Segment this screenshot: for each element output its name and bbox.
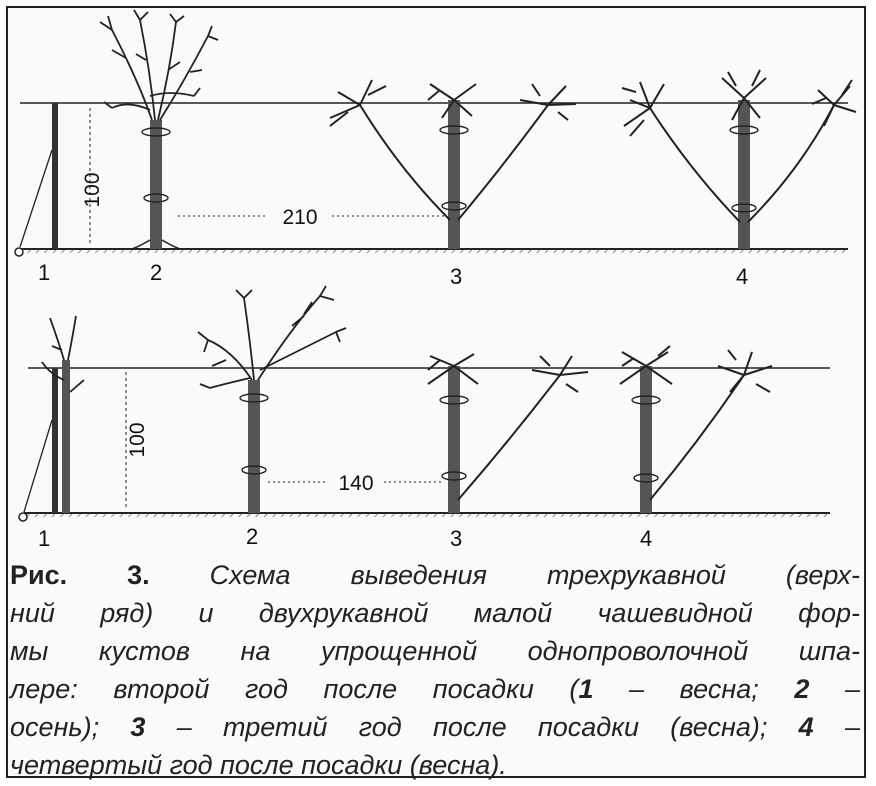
bottom-plant-3 <box>427 353 589 513</box>
bottom-label-3: 3 <box>450 526 462 551</box>
top-plant-2 <box>99 9 219 250</box>
caption-line-5: осень); 3 – третий год после посадки (ве… <box>10 712 860 742</box>
caption-line-6: четвертый год после посадки (весна). <box>10 750 507 780</box>
top-label-3: 3 <box>450 264 462 289</box>
caption-line-3: мы кустов на упрощенной однопроволочной … <box>10 636 860 666</box>
bottom-trellis-post <box>52 368 58 513</box>
bottom-anchor <box>18 512 28 522</box>
caption-line-4: лере: второй год после посадки (1 – весн… <box>10 674 861 704</box>
bottom-anchor-wire <box>23 419 53 513</box>
top-spacing-dimension: 210 <box>282 206 317 229</box>
caption-prefix: Рис. 3. <box>10 560 150 590</box>
top-row: 100 210 <box>14 9 857 289</box>
figure-frame <box>6 6 866 778</box>
bottom-plant-2 <box>197 285 347 513</box>
bottom-plant-1 <box>41 315 85 513</box>
bottom-label-4: 4 <box>640 526 652 551</box>
top-label-2: 2 <box>150 260 162 285</box>
figure-caption: Рис. 3. Схема выведения трехрукавной (ве… <box>10 556 860 784</box>
caption-line-1: Рис. 3. Схема выведения трехрукавной (ве… <box>10 560 860 590</box>
top-plant-4 <box>621 69 857 249</box>
top-label-1: 1 <box>38 260 50 285</box>
bottom-label-2: 2 <box>246 524 258 549</box>
top-trellis-post <box>52 103 58 249</box>
bottom-height-dimension: 100 <box>126 422 149 457</box>
bottom-spacing-dimension: 140 <box>338 472 373 495</box>
bottom-label-1: 1 <box>38 526 50 551</box>
bottom-plant-4 <box>619 345 773 513</box>
top-anchor <box>14 247 24 257</box>
top-anchor-wire <box>19 149 53 248</box>
caption-line-2: ний ряд) и двухрукавной малой чашевидной… <box>10 598 860 628</box>
bottom-row: 100 140 <box>18 285 830 551</box>
top-plant-3 <box>329 79 577 249</box>
top-height-dimension: 100 <box>81 172 104 207</box>
top-label-4: 4 <box>736 264 748 289</box>
